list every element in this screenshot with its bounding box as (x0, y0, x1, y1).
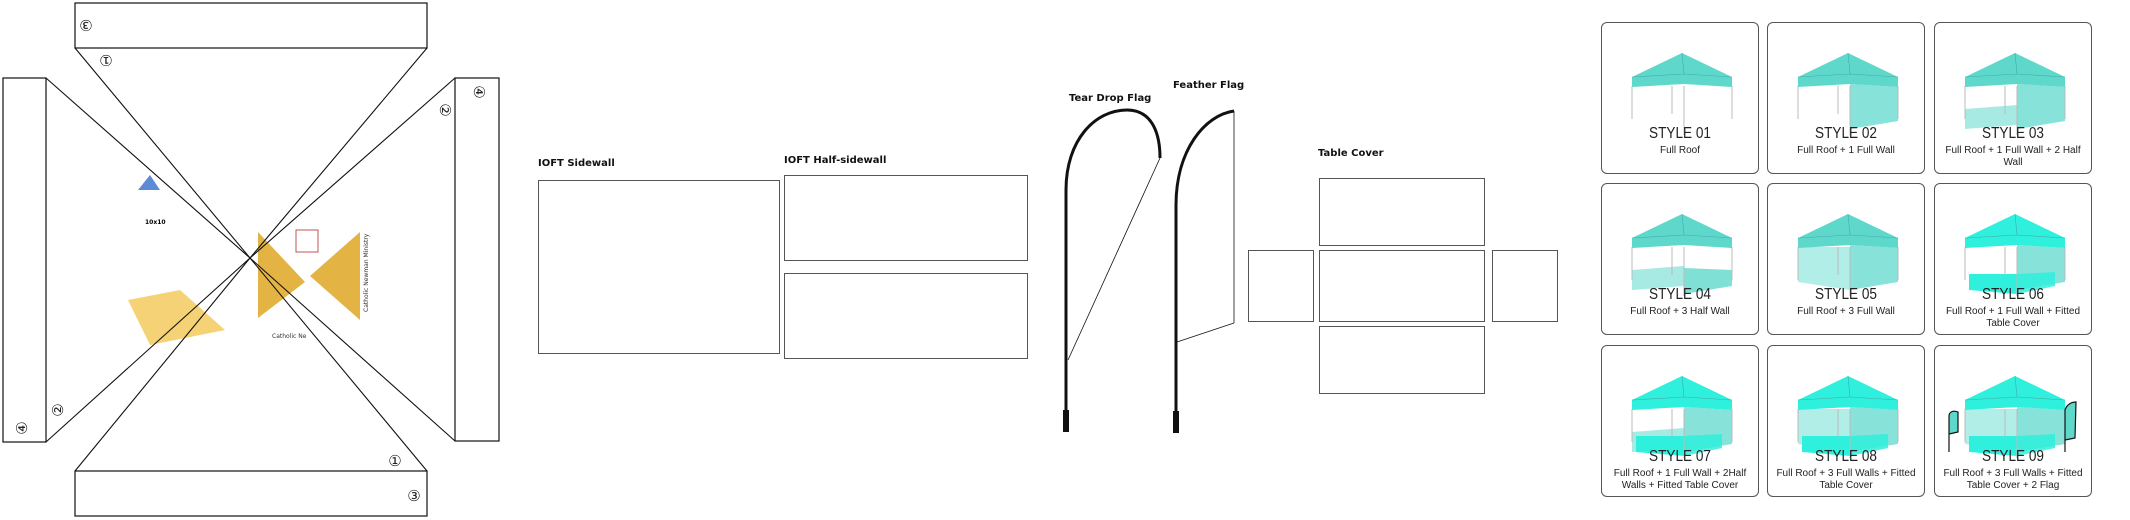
panel-number: ② (49, 403, 67, 416)
feather-flag-label: Feather Flag (1173, 80, 1245, 91)
style-card[interactable]: STYLE 07 Full Roof + 1 Full Wall + 2Half… (1601, 345, 1759, 497)
half-sidewall-panel (784, 273, 1028, 359)
style-card[interactable]: STYLE 01 Full Roof (1601, 22, 1759, 174)
teardrop-flag (1063, 108, 1162, 432)
style-description: Full Roof + 1 Full Wall + 2 Half Wall (1945, 145, 2081, 168)
valance-bottom (74, 470, 428, 517)
table-cover-label: Table Cover (1318, 148, 1384, 159)
art-size-label: 10x10 (145, 219, 166, 226)
style-title: STYLE 03 (1982, 125, 2044, 142)
panel-number: ① (99, 51, 112, 69)
style-card[interactable]: STYLE 05 Full Roof + 3 Full Wall (1767, 183, 1925, 335)
tent-illustration (1964, 213, 2066, 296)
style-description: Full Roof + 3 Full Walls + Fitted Table … (1943, 468, 2083, 491)
style-card[interactable]: STYLE 06 Full Roof + 1 Full Wall + Fitte… (1934, 183, 2092, 335)
tent-illustration (1631, 52, 1733, 135)
sidewall-panel (538, 180, 780, 354)
art-brand-vertical: Catholic Newman Ministry (363, 233, 370, 312)
style-title: STYLE 08 (1815, 448, 1877, 465)
teardrop-flag-label: Tear Drop Flag (1069, 93, 1152, 104)
style-title: STYLE 09 (1982, 448, 2044, 465)
table-cover-panel-top (1319, 178, 1485, 246)
tent-illustration (1797, 52, 1899, 135)
style-card[interactable]: STYLE 08 Full Roof + 3 Full Walls + Fitt… (1767, 345, 1925, 497)
panel-number: ① (388, 452, 401, 470)
table-cover-panel-front (1319, 250, 1485, 322)
canopy-template: 10x10 Catholic Newman Ministry Catholic … (2, 2, 500, 517)
panel-number: ② (436, 103, 454, 116)
feather-flag (1173, 109, 1235, 433)
style-title: STYLE 02 (1815, 125, 1877, 142)
tent-illustration (1631, 375, 1733, 458)
panel-number: ④ (470, 85, 488, 98)
table-cover-panel-left (1248, 250, 1314, 322)
tent-illustration (1797, 375, 1899, 458)
half-sidewall-label: IOFT Half-sidewall (784, 155, 887, 166)
table-cover-panel-bottom (1319, 326, 1485, 394)
panel-number: ③ (407, 487, 420, 505)
style-description: Full Roof + 1 Full Wall + 2Half Walls + … (1613, 468, 1747, 491)
flags-drawing (1063, 108, 1235, 433)
style-title: STYLE 01 (1649, 125, 1711, 142)
style-description: Full Roof + 1 Full Wall (1797, 145, 1895, 156)
style-description: Full Roof + 3 Full Wall (1797, 306, 1895, 317)
art-brand-short: Catholic Ne (272, 333, 307, 340)
table-cover-panel-right (1492, 250, 1558, 322)
style-title: STYLE 05 (1815, 286, 1877, 303)
style-title: STYLE 06 (1982, 286, 2044, 303)
style-description: Full Roof + 3 Half Wall (1630, 306, 1730, 317)
style-description: Full Roof + 3 Full Walls + Fitted Table … (1776, 468, 1916, 491)
tent-illustration (1631, 213, 1733, 296)
style-description: Full Roof + 1 Full Wall + Fitted Table C… (1945, 306, 2081, 329)
style-card[interactable]: STYLE 03 Full Roof + 1 Full Wall + 2 Hal… (1934, 22, 2092, 174)
tent-illustration (1948, 375, 2077, 458)
tent-illustration (1797, 213, 1899, 296)
style-title: STYLE 04 (1649, 286, 1711, 303)
half-sidewall-panel (784, 175, 1028, 261)
roof-artwork (128, 175, 360, 345)
style-card[interactable]: STYLE 04 Full Roof + 3 Half Wall (1601, 183, 1759, 335)
valance-left (2, 77, 47, 443)
panel-number: ④ (13, 421, 31, 434)
sidewall-label: IOFT Sidewall (538, 158, 615, 169)
style-description: Full Roof (1659, 145, 1700, 156)
valance-top (74, 2, 428, 49)
style-card[interactable]: STYLE 09 Full Roof + 3 Full Walls + Fitt… (1934, 345, 2092, 497)
fold-lines (45, 47, 456, 472)
tent-illustration (1964, 52, 2066, 135)
panel-number: ③ (79, 16, 92, 34)
valance-right (454, 77, 500, 442)
style-title: STYLE 07 (1649, 448, 1711, 465)
style-card[interactable]: STYLE 02 Full Roof + 1 Full Wall (1767, 22, 1925, 174)
